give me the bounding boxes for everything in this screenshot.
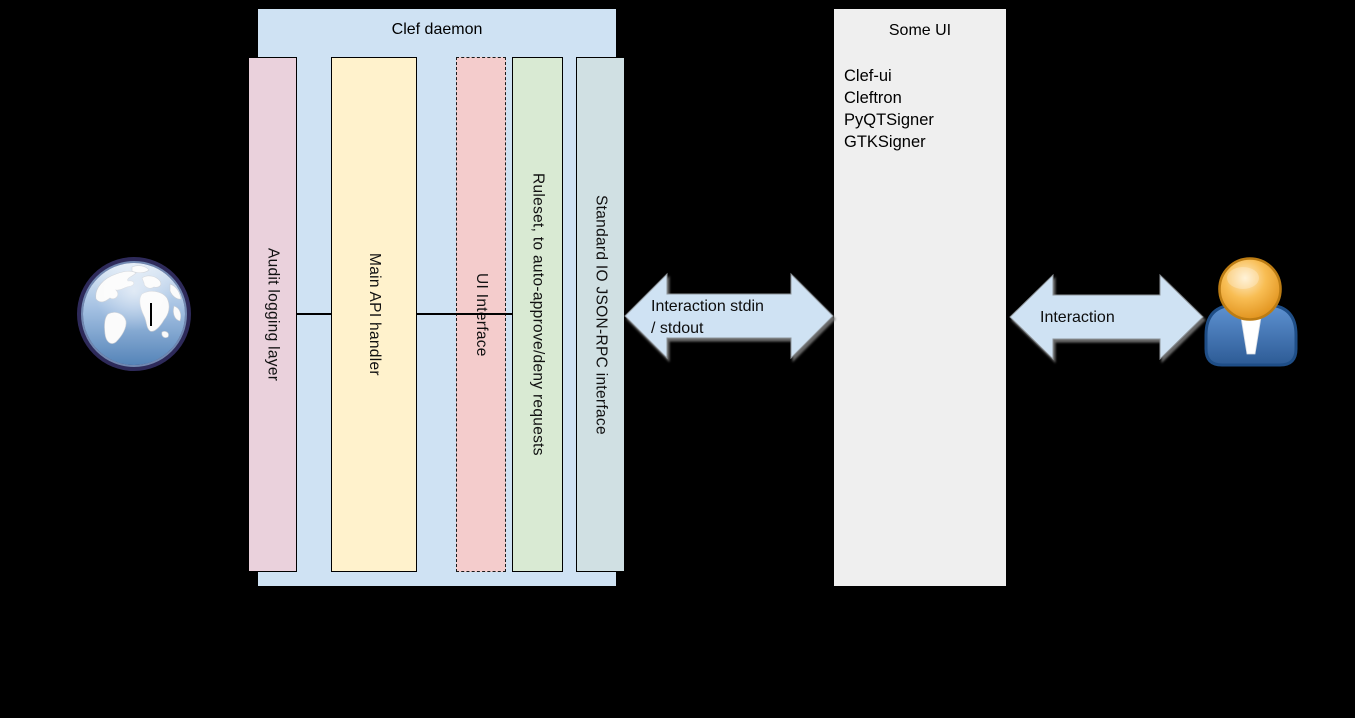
some-ui-item: Clef-ui xyxy=(844,67,892,85)
bar-audit-logging-layer: Audit logging layer xyxy=(248,57,297,572)
connector-line-segment xyxy=(297,313,332,315)
person-icon xyxy=(1204,257,1298,367)
some-ui-box: Some UI Clef-ui Cleftron PyQTSigner GTKS… xyxy=(833,8,1007,587)
bar-stdio-jsonrpc-interface-label: Standard IO JSON-RPC interface xyxy=(592,194,610,435)
user-interaction-arrow-icon xyxy=(1009,273,1204,361)
connector-line-tick xyxy=(150,303,152,326)
stdio-arrow-label-line1: Interaction stdin xyxy=(651,298,764,315)
stdio-arrow-label: Interaction stdin / stdout xyxy=(651,296,764,340)
bar-main-api-handler-label: Main API handler xyxy=(366,253,383,376)
bar-audit-logging-layer-label: Audit logging layer xyxy=(264,247,282,382)
globe-icon xyxy=(77,257,191,371)
connector-line-segment xyxy=(417,313,513,315)
stdio-interaction-arrow-icon xyxy=(624,272,834,360)
bar-ruleset-label: Ruleset, to auto-approve/deny requests xyxy=(529,173,547,456)
bar-main-api-handler: Main API handler xyxy=(331,57,417,572)
some-ui-item: GTKSigner xyxy=(844,133,926,151)
clef-daemon-title: Clef daemon xyxy=(391,21,483,38)
some-ui-item: PyQTSigner xyxy=(844,111,934,129)
bar-ruleset: Ruleset, to auto-approve/deny requests xyxy=(512,57,563,572)
some-ui-list: Clef-ui Cleftron PyQTSigner GTKSigner xyxy=(844,65,934,153)
clef-daemon-box xyxy=(257,8,617,587)
bar-stdio-jsonrpc-interface: Standard IO JSON-RPC interface xyxy=(576,57,625,572)
user-arrow-label: Interaction xyxy=(1040,309,1115,326)
stdio-arrow-label-line2: / stdout xyxy=(651,320,704,337)
some-ui-item: Cleftron xyxy=(844,89,902,107)
some-ui-title: Some UI xyxy=(888,22,952,39)
